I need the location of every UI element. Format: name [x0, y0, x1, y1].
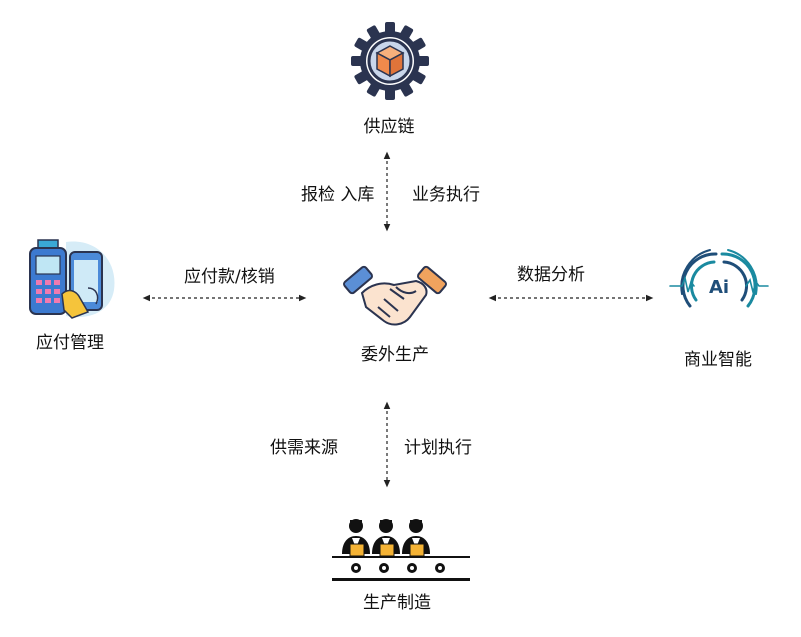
node-label-manufacturing: 生产制造: [363, 593, 431, 613]
edge-label-inspection: 报检 入库: [301, 185, 375, 205]
edge-label-supply-demand: 供需来源: [270, 438, 338, 458]
edge-label-data-analysis: 数据分析: [517, 265, 585, 285]
edge-label-business-exec: 业务执行: [412, 185, 480, 205]
node-label-outsourcing: 委外生产: [361, 345, 429, 365]
node-label-payables: 应付管理: [36, 333, 104, 353]
node-label-supply-chain: 供应链: [363, 117, 415, 137]
node-label-bi: 商业智能: [684, 350, 752, 370]
gear-box-icon: [351, 22, 429, 100]
handshake-icon: [343, 265, 447, 326]
ai-text: Ai: [709, 277, 729, 298]
edge-label-plan-exec: 计划执行: [404, 438, 472, 458]
assembly-line-workers-icon: [332, 518, 470, 581]
pos-phone-payment-icon: [29, 239, 115, 319]
edge-label-payables-link: 应付款/核销: [184, 267, 275, 287]
ai-brain-icon: Ai: [669, 249, 769, 308]
